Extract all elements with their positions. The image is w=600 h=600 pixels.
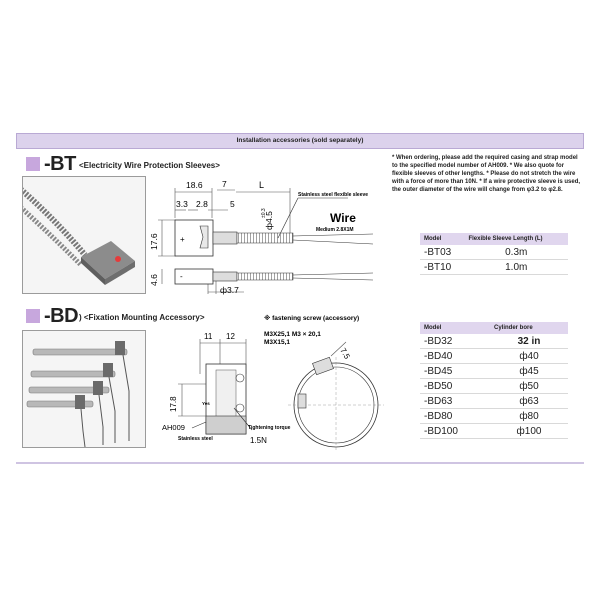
model-cell: -BD40 — [420, 348, 490, 364]
bt-subtitle: <Electricity Wire Protection Sleeves> — [79, 161, 220, 170]
dim-4-6: 4.6 — [149, 274, 159, 286]
dim-L: L — [259, 180, 264, 190]
model-cell: -BD80 — [420, 408, 490, 424]
col-header-model: Model — [420, 233, 465, 245]
col-header-bore: Cylinder bore — [490, 322, 568, 334]
model-cell: -BD100 — [420, 423, 490, 439]
dim-7: 7 — [222, 179, 227, 189]
screw-spec-2: M3X15,1 — [264, 339, 290, 346]
bd-product-photo — [22, 330, 146, 448]
section-title: Installation accessories (sold separatel… — [236, 137, 364, 144]
dim-17-8: 17.8 — [169, 396, 178, 412]
col-header-model: Model — [420, 322, 490, 334]
bore-cell: ф80 — [490, 408, 568, 424]
bt-photo-graphic — [23, 177, 145, 293]
dim-3-3: 3.3 — [176, 199, 188, 209]
bd-subtitle: ) <Fixation Mounting Accessory> — [79, 313, 205, 322]
minus-mark: - — [180, 272, 183, 281]
bt-product-photo — [22, 176, 146, 294]
dim-11: 11 — [204, 332, 213, 341]
bore-cell: ф40 — [490, 348, 568, 364]
table-header-row: Model Cylinder bore — [420, 322, 568, 334]
model-cell: -BD45 — [420, 363, 490, 379]
col-header-length: Flexible Sleeve Length (L) — [464, 233, 568, 245]
dim-12: 12 — [226, 332, 235, 341]
bd-code: -BD — [44, 305, 79, 327]
order-note: * When ordering, please add the required… — [392, 155, 581, 193]
bd-dimension-drawing: 11 12 17.8 7.5 Yes AH009 Stainless steel… — [162, 313, 384, 452]
model-cell: -BT10 — [420, 259, 465, 275]
model-cell: -BT03 — [420, 245, 465, 260]
bore-cell: ф45 — [490, 363, 568, 379]
dim-17-6: 17.6 — [149, 233, 159, 250]
section-title-bar: Installation accessories (sold separatel… — [16, 133, 584, 149]
table-header-row: Model Flexible Sleeve Length (L) — [420, 233, 568, 245]
plus-mark: + — [180, 235, 185, 244]
bore-cell: ф100 — [490, 423, 568, 439]
dim-7-5: 7.5 — [338, 347, 352, 362]
wire-label: Wire — [330, 211, 356, 225]
dim-5: 5 — [230, 199, 235, 209]
dim-2-8: 2.8 — [196, 199, 208, 209]
bd-marker-square — [26, 309, 40, 323]
length-cell: 0.3m — [464, 245, 568, 260]
bore-cell: ф50 — [490, 378, 568, 394]
table-row: -BT03 0.3m — [420, 245, 568, 260]
dim-4-5: ф4.5 — [264, 211, 274, 230]
stainless-label: Stainless steel — [178, 436, 213, 442]
dim-tolerance: ±0.3 — [261, 208, 267, 218]
length-cell: 1.0m — [464, 259, 568, 275]
bd-photo-graphic — [23, 331, 145, 447]
bore-cell: 32 in — [490, 334, 568, 349]
dim-18-6: 18.6 — [186, 180, 203, 190]
bore-cell: ф63 — [490, 393, 568, 409]
screw-title: ※ fastening screw (accessory) — [264, 313, 359, 322]
yes-mark: Yes — [202, 401, 210, 406]
model-cell: -BD32 — [420, 334, 490, 349]
model-cell: -BD50 — [420, 378, 490, 394]
model-cell: -BD63 — [420, 393, 490, 409]
torque-label: Tightening torque — [248, 425, 291, 431]
ah009-label: AH009 — [162, 423, 185, 432]
bt-dimension-drawing: 18.6 7 L 3.3 2.8 5 17.6 4.6 ф3.7 ф4.5 ±0… — [149, 179, 374, 295]
torque-value: 1.5N — [250, 436, 267, 445]
bottom-divider — [16, 462, 584, 464]
bt-code: -BT — [44, 153, 76, 175]
sleeve-label: Stainless steel flexible sleeve — [298, 192, 368, 198]
wire-sublabel: Medium 2.8X1M — [316, 227, 354, 233]
screw-spec-1: M3X25,1 M3 × 20,1 — [264, 331, 321, 338]
dim-3-7: ф3.7 — [220, 285, 239, 295]
table-row: -BT10 1.0m — [420, 259, 568, 275]
bt-model-table: Model Flexible Sleeve Length (L) -BT03 0… — [420, 233, 568, 275]
bt-marker-square — [26, 157, 40, 171]
